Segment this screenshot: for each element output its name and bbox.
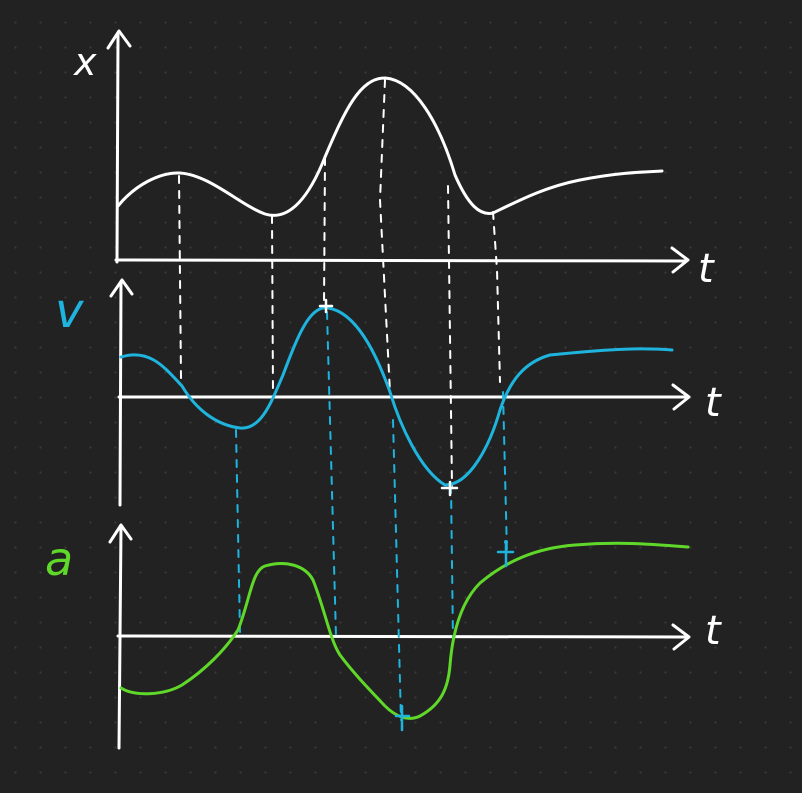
acceleration-axis-label: a bbox=[45, 532, 73, 586]
x-plot-time-axis bbox=[114, 258, 687, 263]
guide-line bbox=[178, 175, 182, 379]
guides-white bbox=[178, 79, 501, 487]
time-label-middle: t bbox=[705, 380, 722, 426]
guide-line bbox=[447, 185, 453, 487]
velocity-axis-label: v bbox=[55, 283, 84, 339]
time-label-top: t bbox=[698, 246, 715, 292]
v-plot-vertical-arrowhead bbox=[109, 278, 134, 298]
tick-dot bbox=[504, 540, 508, 544]
v-plot-vertical-axis bbox=[118, 280, 123, 507]
x-plot-vertical-arrowhead bbox=[106, 29, 132, 50]
tick-mark bbox=[440, 480, 459, 497]
tick-mark bbox=[496, 540, 515, 568]
tick-mark bbox=[394, 704, 411, 732]
guide-line bbox=[323, 157, 326, 307]
guide-line bbox=[502, 391, 508, 555]
tick-mark bbox=[318, 298, 334, 314]
position-axis-label: x bbox=[73, 40, 97, 84]
guide-line bbox=[235, 429, 241, 633]
guides-blue bbox=[235, 311, 508, 721]
guide-line bbox=[326, 311, 337, 637]
a-plot-time-axis bbox=[116, 634, 688, 639]
position-curve bbox=[116, 76, 664, 217]
velocity-curve bbox=[119, 306, 674, 487]
a-plot-vertical-arrowhead bbox=[108, 523, 133, 544]
time-label-bottom: t bbox=[705, 608, 722, 654]
x-plot-time-arrowhead bbox=[670, 246, 690, 274]
axes bbox=[106, 29, 691, 750]
guide-line bbox=[450, 485, 454, 641]
guide-line bbox=[492, 211, 501, 383]
a-plot-time-arrowhead bbox=[671, 623, 691, 651]
x-plot-vertical-axis bbox=[115, 33, 120, 264]
guide-line bbox=[271, 215, 274, 397]
tick-marks bbox=[318, 298, 515, 732]
acceleration-curve bbox=[119, 541, 690, 720]
guide-line bbox=[378, 79, 391, 393]
v-plot-time-arrowhead bbox=[671, 383, 691, 411]
guide-line bbox=[392, 419, 402, 721]
